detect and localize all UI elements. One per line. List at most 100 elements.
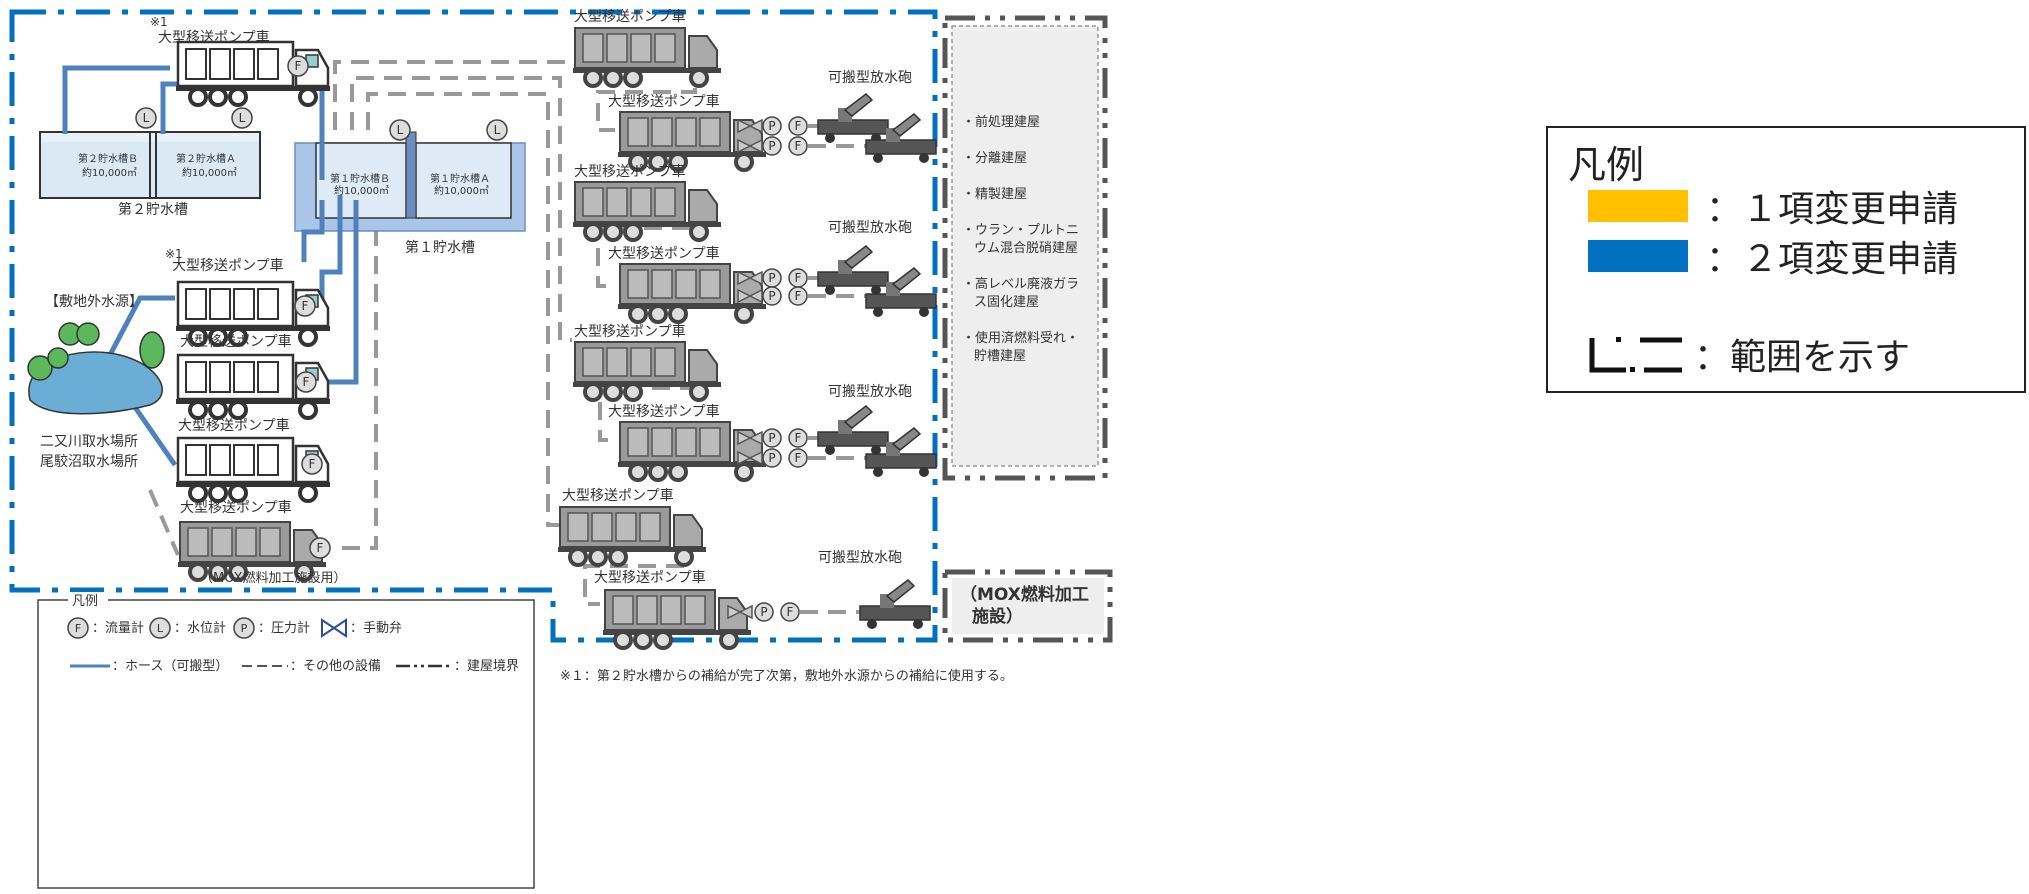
svg-text:P: P (760, 605, 767, 619)
truck-label: 大型移送ポンプ車 (574, 8, 686, 25)
flow-meter-icon: F (788, 286, 808, 306)
svg-text:F: F (795, 451, 802, 465)
svg-text:F: F (795, 431, 802, 445)
inner-legend: 凡例 F ：流量計 L ：水位計 P ：圧力計 ：手動弁 ：ホース（可搬型） ：… (37, 592, 535, 889)
svg-text:F: F (317, 541, 324, 555)
cannon-label: 可搬型放水砲 (828, 220, 912, 236)
svg-text:（MOX燃料加工: （MOX燃料加工 (960, 584, 1089, 605)
svg-text:約10,000㎥: 約10,000㎥ (182, 166, 237, 179)
legend-item-2: ：２項変更申請 (1588, 236, 1958, 280)
svg-text:約10,000㎥: 約10,000㎥ (334, 184, 389, 197)
truck-label: 大型移送ポンプ車 (562, 487, 674, 504)
legend-swatch-yellow (1588, 190, 1688, 222)
cannon-label: 可搬型放水砲 (828, 384, 912, 400)
svg-text:F: F (795, 271, 802, 285)
water-cannon-4 (859, 579, 931, 630)
pressure-meter-icon: P (762, 428, 782, 448)
flow-meter-icon: F (788, 448, 808, 468)
svg-text:約10,000㎥: 約10,000㎥ (82, 166, 137, 179)
svg-text:・使用済燃料受れ・: ・使用済燃料受れ・ (962, 330, 1079, 346)
water-cannon-3a (817, 405, 889, 456)
svg-text:L: L (157, 622, 164, 635)
svg-text:F: F (309, 457, 316, 471)
svg-text:P: P (768, 139, 775, 153)
svg-text:：手動弁: ：手動弁 (350, 621, 402, 636)
flow-meter-icon: F (295, 371, 317, 393)
pump-truck-g1 (571, 26, 723, 88)
flow-meter-icon: F (788, 136, 808, 156)
pressure-meter-icon: P (762, 448, 782, 468)
legend-item-2-label: ：２項変更申請 (1706, 239, 1959, 280)
svg-text:第１貯水槽Ｂ: 第１貯水槽Ｂ (330, 172, 390, 185)
legend-range: ：範囲を示す (1586, 328, 1910, 380)
svg-text:F: F (795, 139, 802, 153)
svg-text:ウム混合脱硝建屋: ウム混合脱硝建屋 (974, 241, 1078, 256)
tank-2 (39, 131, 261, 199)
note-mark: ※1 (150, 15, 168, 29)
svg-text:P: P (768, 271, 775, 285)
svg-text:：圧力計: ：圧力計 (258, 620, 310, 636)
pump-truck-g6 (616, 420, 768, 482)
level-meter-icon: L (389, 119, 411, 141)
svg-text:凡例: 凡例 (72, 594, 98, 609)
building-boundary (942, 15, 1108, 481)
flow-meter-icon: F (788, 428, 808, 448)
footnote: ※１：第２貯水槽からの補給が完了次第，敷地外水源からの補給に使用する。 (560, 668, 1013, 684)
pump-truck-g2 (616, 110, 768, 172)
pump-truck-g3 (571, 180, 723, 242)
svg-text:F: F (295, 59, 302, 73)
svg-text:L: L (239, 111, 246, 125)
svg-text:：水位計: ：水位計 (174, 620, 226, 636)
water-cannon-2a (817, 245, 889, 296)
svg-text:・ウラン・プルトニ: ・ウラン・プルトニ (962, 223, 1079, 238)
flow-meter-icon: F (287, 55, 309, 77)
flow-meter-icon: F (788, 268, 808, 288)
flow-meter-icon: F (780, 602, 800, 622)
legend-swatch-blue (1588, 240, 1688, 272)
truck-label: 大型移送ポンプ車 (608, 93, 720, 110)
pump-truck-g5 (571, 340, 723, 402)
cannon-label: 可搬型放水砲 (828, 70, 912, 86)
level-meter-icon: L (135, 107, 157, 129)
pressure-meter-icon: P (754, 602, 774, 622)
pressure-meter-icon: P (762, 268, 782, 288)
truck-label: 大型移送ポンプ車 (172, 257, 284, 274)
truck-label: 大型移送ポンプ車 (608, 403, 720, 420)
svg-text:・精製建屋: ・精製建屋 (962, 187, 1027, 202)
tank-1-name: 第１貯水槽 (405, 239, 475, 256)
offsite-source-label: 【敷地外水源】 (45, 294, 143, 310)
offsite-water-source (27, 322, 165, 415)
svg-text:F: F (787, 605, 794, 619)
intake-label-1: 二又川取水場所 (40, 434, 138, 450)
truck-label: 大型移送ポンプ車 (180, 333, 292, 350)
svg-text:P: P (768, 451, 775, 465)
change-legend: 凡例 ：１項変更申請 ：２項変更申請 ：範囲を示す (1546, 126, 2026, 393)
legend-title: 凡例 (1568, 143, 1645, 187)
note-mark: ※1 (165, 247, 183, 261)
diagram-labels: ※1 大型移送ポンプ車 ※1 大型移送ポンプ車 大型移送ポンプ車 大型移送ポンプ… (40, 8, 1089, 684)
level-meter-icon: L (486, 119, 508, 141)
svg-text:F: F (302, 299, 309, 313)
truck-label: 大型移送ポンプ車 (574, 163, 686, 180)
legend-item-1: ：１項変更申請 (1588, 186, 1958, 230)
svg-text:第１貯水槽Ａ: 第１貯水槽Ａ (430, 172, 490, 185)
svg-text:・高レベル廃液ガラ: ・高レベル廃液ガラ (962, 276, 1079, 292)
cannon-label: 可搬型放水砲 (818, 550, 902, 566)
level-meter-icon: L (231, 107, 253, 129)
pressure-meter-icon: P (762, 116, 782, 136)
svg-text:L: L (397, 123, 404, 137)
svg-text:ス固化建屋: ス固化建屋 (974, 295, 1039, 310)
svg-text:P: P (768, 119, 775, 133)
svg-text:第２貯水槽Ｂ: 第２貯水槽Ｂ (78, 152, 138, 165)
svg-text:・前処理建屋: ・前処理建屋 (962, 114, 1040, 130)
svg-text:L: L (494, 123, 501, 137)
svg-text:P: P (241, 622, 248, 635)
truck-label: 大型移送ポンプ車 (608, 245, 720, 262)
truck-label: 大型移送ポンプ車 (158, 29, 270, 46)
flow-meter-icon: F (309, 537, 331, 559)
svg-text:施設）: 施設） (972, 606, 1023, 627)
range-icon (1589, 337, 1682, 373)
pump-truck-top (174, 40, 332, 107)
pressure-meter-icon: P (762, 136, 782, 156)
svg-text:F: F (795, 119, 802, 133)
